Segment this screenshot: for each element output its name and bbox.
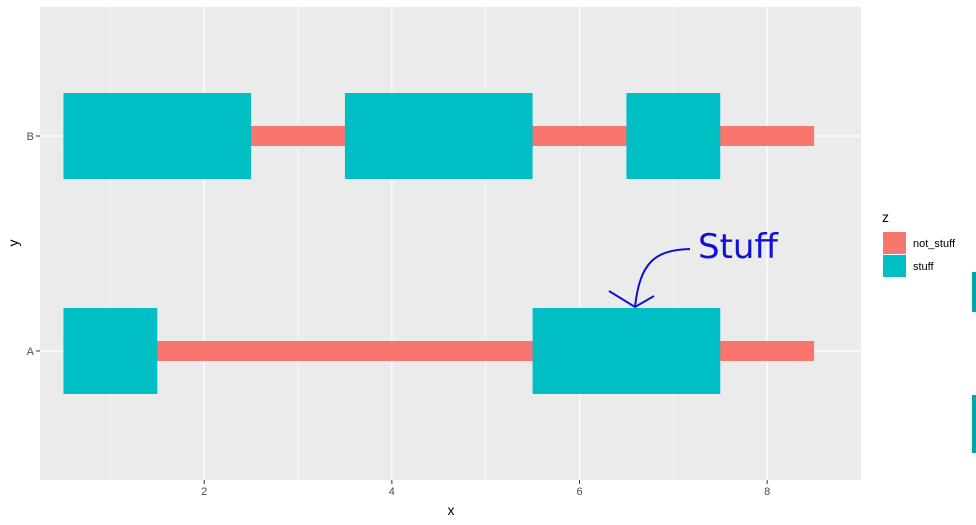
bar-stuff: [626, 93, 721, 179]
y-axis-title: y: [5, 240, 21, 247]
y-tick-label: B: [27, 131, 34, 143]
x-tick-label: 6: [576, 486, 582, 498]
bar-stuff: [63, 308, 158, 394]
legend: z not_stuff stuff: [882, 209, 956, 277]
annotation: Stuff: [608, 227, 779, 309]
x-axis: 2 4 6 8: [201, 480, 770, 498]
x-tick-label: 4: [389, 486, 395, 498]
annotation-arrowhead: [608, 290, 655, 309]
window-edge-strip: [972, 0, 976, 525]
data-marks: [63, 93, 815, 394]
x-tick-label: 8: [764, 486, 770, 498]
bar-stuff: [532, 308, 721, 394]
legend-title: z: [882, 209, 889, 225]
panel-background: [40, 7, 861, 480]
x-axis-title: x: [448, 502, 455, 518]
x-tick-label: 2: [201, 486, 207, 498]
bar-stuff: [63, 93, 252, 179]
annotation-text: Stuff: [698, 227, 779, 267]
legend-label-not-stuff: not_stuff: [913, 238, 956, 250]
legend-key-not-stuff: [883, 232, 906, 254]
grid-minor: [110, 7, 674, 480]
legend-key-stuff: [883, 255, 906, 277]
edge-mark: [972, 395, 976, 453]
y-tick-label: A: [27, 346, 35, 358]
bar-stuff: [344, 93, 533, 179]
annotation-arrow: [634, 248, 691, 308]
legend-label-stuff: stuff: [913, 261, 935, 273]
edge-mark: [972, 272, 976, 312]
y-axis: AB: [27, 131, 40, 358]
